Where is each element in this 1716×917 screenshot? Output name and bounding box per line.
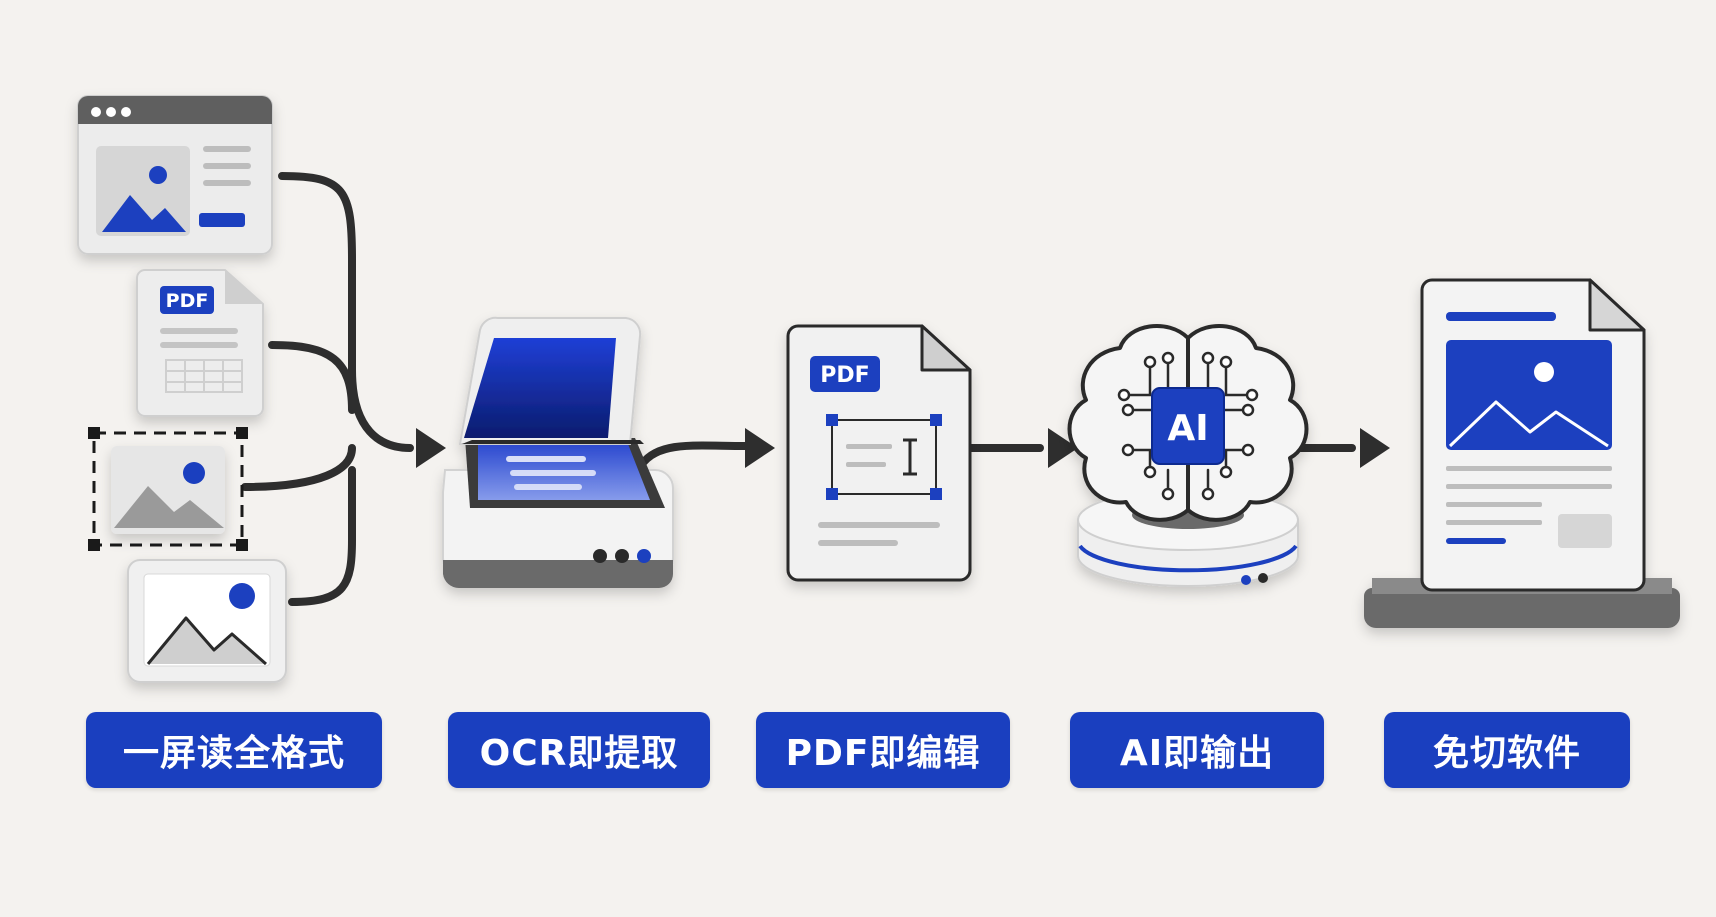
text-cursor-icon [903,438,917,476]
arrow-heads [416,428,1390,468]
ai-chip-label: AI [1167,408,1208,449]
arrow-right-icon [1360,428,1390,468]
step-label-no-switch: 免切软件 [1384,712,1630,788]
step-label-all-formats: 一屏读全格式 [86,712,382,788]
arrow-right-icon [745,428,775,468]
step-label-pdf-edit: PDF即编辑 [756,712,1010,788]
arrow-right-icon [1048,428,1078,468]
image-file-icon [127,559,287,683]
pdf-editor-icon: PDF [786,324,972,582]
step-label-ocr: OCR即提取 [448,712,710,788]
output-document-icon [1364,278,1680,628]
screenshot-selection-icon [88,427,248,551]
connector-lines [241,172,1356,606]
arrow-right-icon [416,428,446,468]
step-label-ai-output: AI即输出 [1070,712,1324,788]
step-label-text: 一屏读全格式 [122,733,345,774]
webpage-icon [77,95,273,255]
pdf-file-icon: PDF [136,269,264,417]
step-label-text: AI即输出 [1119,733,1275,774]
ai-brain-icon: AI [1067,323,1309,587]
pdf-badge-editor: PDF [820,363,869,388]
pdf-badge-small: PDF [166,290,209,312]
step-label-text: PDF即编辑 [785,733,981,774]
step-label-text: 免切软件 [1432,733,1581,774]
step-label-text: OCR即提取 [479,733,679,774]
scanner-icon [442,316,674,589]
